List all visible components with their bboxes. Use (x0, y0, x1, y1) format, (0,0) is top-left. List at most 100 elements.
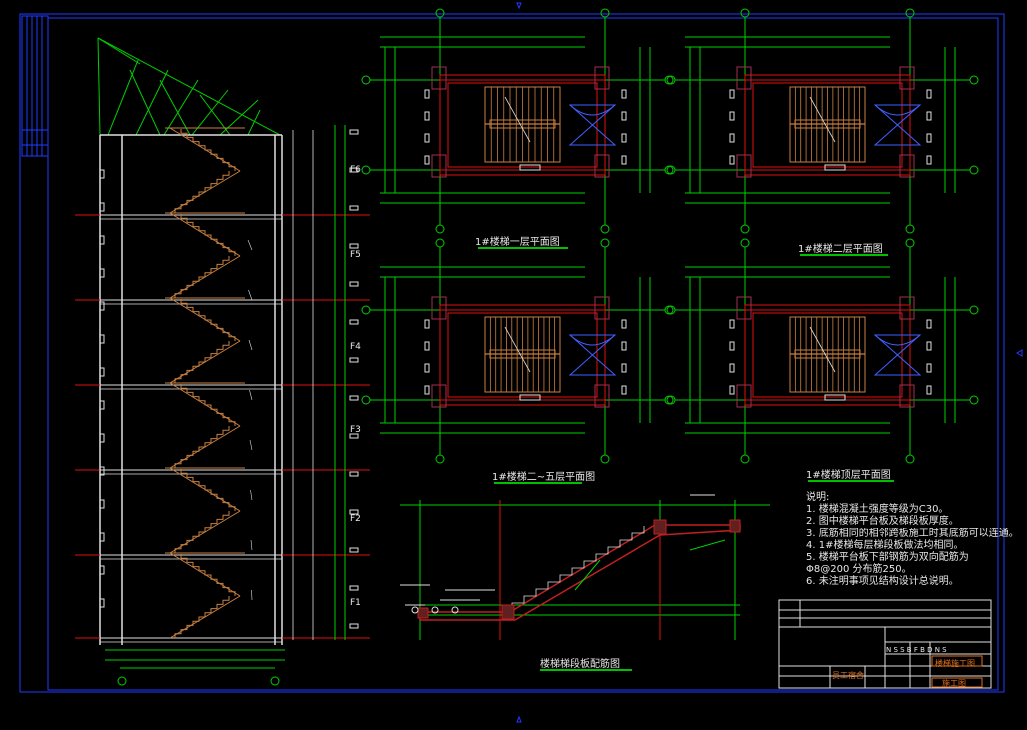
stair-soffit (169, 297, 241, 342)
level-marker (349, 129, 359, 135)
level-marker (349, 433, 359, 439)
leader-line (574, 559, 601, 591)
dim-tag (424, 133, 430, 143)
dim-tag (729, 385, 735, 395)
dim-tag (926, 385, 932, 395)
window-marker (99, 202, 105, 212)
plan-caption-second: 1#楼梯二层平面图 (798, 244, 883, 255)
stair-flight (180, 129, 236, 171)
level-marker (349, 357, 359, 363)
dim-tag (424, 385, 430, 395)
dim-tag (729, 319, 735, 329)
stair-wall-outer (439, 304, 606, 406)
stair-flight (174, 256, 230, 298)
stair-soffit (169, 552, 241, 597)
door-swing (568, 334, 617, 376)
stair-direction-arrow (809, 326, 836, 373)
roof-truss-member (129, 69, 161, 136)
dim-tag (621, 385, 627, 395)
note-line: 2. 图中楼梯平台板及梯段板厚度。 (806, 516, 959, 527)
stair-soffit (169, 340, 241, 384)
dim-tag (621, 341, 627, 351)
axis-bubble (666, 305, 676, 315)
stair-wall-inner (752, 82, 903, 168)
floor-label-f5: F5 (350, 250, 361, 260)
axis-bubble (740, 224, 750, 234)
axis-bubble (740, 454, 750, 464)
dim-tag (926, 341, 932, 351)
column-marker (736, 66, 752, 90)
stair-soffit (169, 212, 241, 257)
frame-center-mark (516, 715, 522, 723)
column-marker (594, 296, 610, 320)
stair-flight (174, 596, 230, 638)
stair-flight (180, 469, 236, 511)
plan-caption-underline (808, 480, 894, 482)
level-tag-line (251, 589, 253, 601)
axis-bubble (969, 165, 979, 175)
beam-section (501, 604, 515, 620)
column-marker (899, 296, 915, 320)
level-marker (349, 547, 359, 553)
column-marker (431, 154, 447, 178)
dim-tag (926, 319, 932, 329)
dim-tag (729, 133, 735, 143)
dim-tag (424, 155, 430, 165)
dim-tag (621, 111, 627, 121)
door-swing-arc (569, 334, 616, 346)
level-marker (349, 471, 359, 477)
level-marker (349, 319, 359, 325)
window-marker (99, 532, 105, 542)
axis-bubble (905, 454, 915, 464)
title-block-highlight (931, 655, 983, 667)
window-marker (99, 499, 105, 509)
stair-direction-arrow (809, 96, 836, 143)
stair-direction-arrow (504, 326, 531, 373)
axis-bubble (664, 165, 674, 175)
note-line: 3. 底筋相同的相邻跨板施工时其底筋可以连通。 (806, 528, 1019, 539)
outer-frame (19, 13, 1005, 693)
plan-caption-top: 1#楼梯顶层平面图 (806, 470, 891, 481)
door-swing (568, 104, 617, 146)
level-tag-line (248, 289, 253, 301)
stair-flight (174, 341, 230, 383)
axis-bubble (664, 75, 674, 85)
window-marker (99, 334, 105, 344)
dim-tag (824, 394, 846, 401)
note-line: 1. 楼梯混凝土强度等级为C30。 (806, 504, 949, 515)
axis-bubble (666, 395, 676, 405)
window-marker (99, 367, 105, 377)
dim-tag (621, 155, 627, 165)
window-marker (99, 466, 105, 476)
column-marker (899, 154, 915, 178)
stair-slab-section (419, 524, 741, 621)
roof-truss-member (199, 94, 231, 136)
axis-bubble (435, 224, 445, 234)
column-marker (594, 384, 610, 408)
dim-tag (424, 89, 430, 99)
column-marker (736, 154, 752, 178)
stair-direction-arrow (504, 96, 531, 143)
window-marker (99, 301, 105, 311)
column-marker (899, 66, 915, 90)
axis-bubble (117, 676, 127, 686)
stair-flight (180, 299, 236, 341)
title-block-highlight (931, 677, 983, 688)
axis-bubble (435, 8, 445, 18)
level-marker (349, 509, 359, 515)
roof-truss-member (107, 59, 139, 136)
stair-soffit (169, 425, 241, 469)
dim-tag (621, 363, 627, 373)
stair-soffit (169, 170, 241, 214)
level-marker (349, 585, 359, 591)
level-marker (349, 205, 359, 211)
window-marker (99, 598, 105, 608)
column-marker (431, 384, 447, 408)
floor-label-f2: F2 (350, 514, 361, 524)
note-line: 4. 1#楼梯每层梯段板做法均相同。 (806, 540, 964, 551)
axis-bubble (905, 224, 915, 234)
stair-soffit (169, 127, 241, 172)
stair-flight (180, 554, 236, 596)
stair-flight (174, 426, 230, 468)
